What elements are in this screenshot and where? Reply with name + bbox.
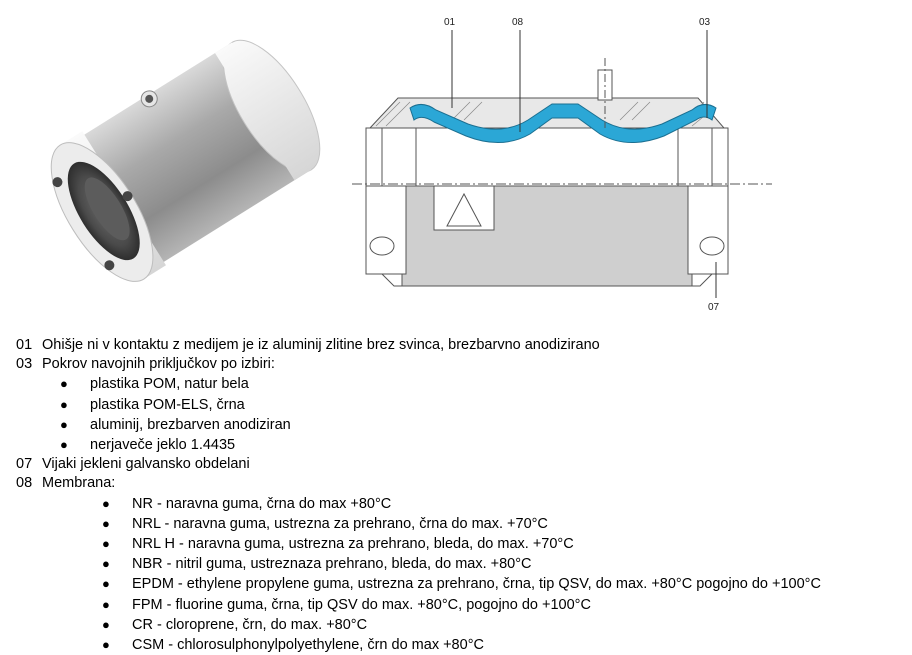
bullet-icon: ● [60,416,68,432]
cover-option: ●aluminij, brezbarven anodiziran [60,416,291,433]
cover-option: ●plastika POM-ELS, črna [60,396,245,413]
cover-option: ●nerjaveče jeklo 1.4435 [60,437,236,454]
membrane [409,103,717,144]
membrane-option: ●NR - naravna guma, črna do max +80°C [102,495,392,512]
bullet-icon: ● [102,536,110,552]
bullet-icon: ● [60,437,68,453]
bullet-icon: ● [60,396,68,412]
bullet-icon: ● [102,616,110,632]
bullet-icon: ● [102,596,110,612]
membrane-option: ●FPM - fluorine guma, črna, tip QSV do m… [102,596,591,613]
bullet-icon: ● [60,376,68,392]
bullet-icon: ● [102,576,110,592]
membrane-option: ●CSM - chlorosulphonylpolyethylene, črn … [102,637,484,654]
membrane-option: ●NRL H - naravna guma, ustrezna za prehr… [102,536,574,553]
bullet-icon: ● [102,637,110,653]
product-photo [50,39,321,282]
membrane-option: ●CR - cloroprene, črn, do max. +80°C [102,616,368,633]
bullet-icon: ● [102,515,110,531]
membrane-option: ●NRL - naravna guma, ustrezna za prehran… [102,515,548,532]
callout-07: 07 [708,302,720,313]
section-drawing: 01 08 03 07 [352,17,772,313]
bullet-icon: ● [102,495,110,511]
membrane-option: ●NBR - nitril guma, ustreznaza prehrano,… [102,556,532,573]
membrane-option: ●EPDM - ethylene propylene guma, ustrezn… [102,576,821,593]
callout-03: 03 [699,17,711,28]
bullet-icon: ● [102,556,110,572]
cover-option: ●plastika POM, natur bela [60,376,249,393]
callout-01: 01 [444,17,456,28]
callout-08: 08 [512,17,524,28]
